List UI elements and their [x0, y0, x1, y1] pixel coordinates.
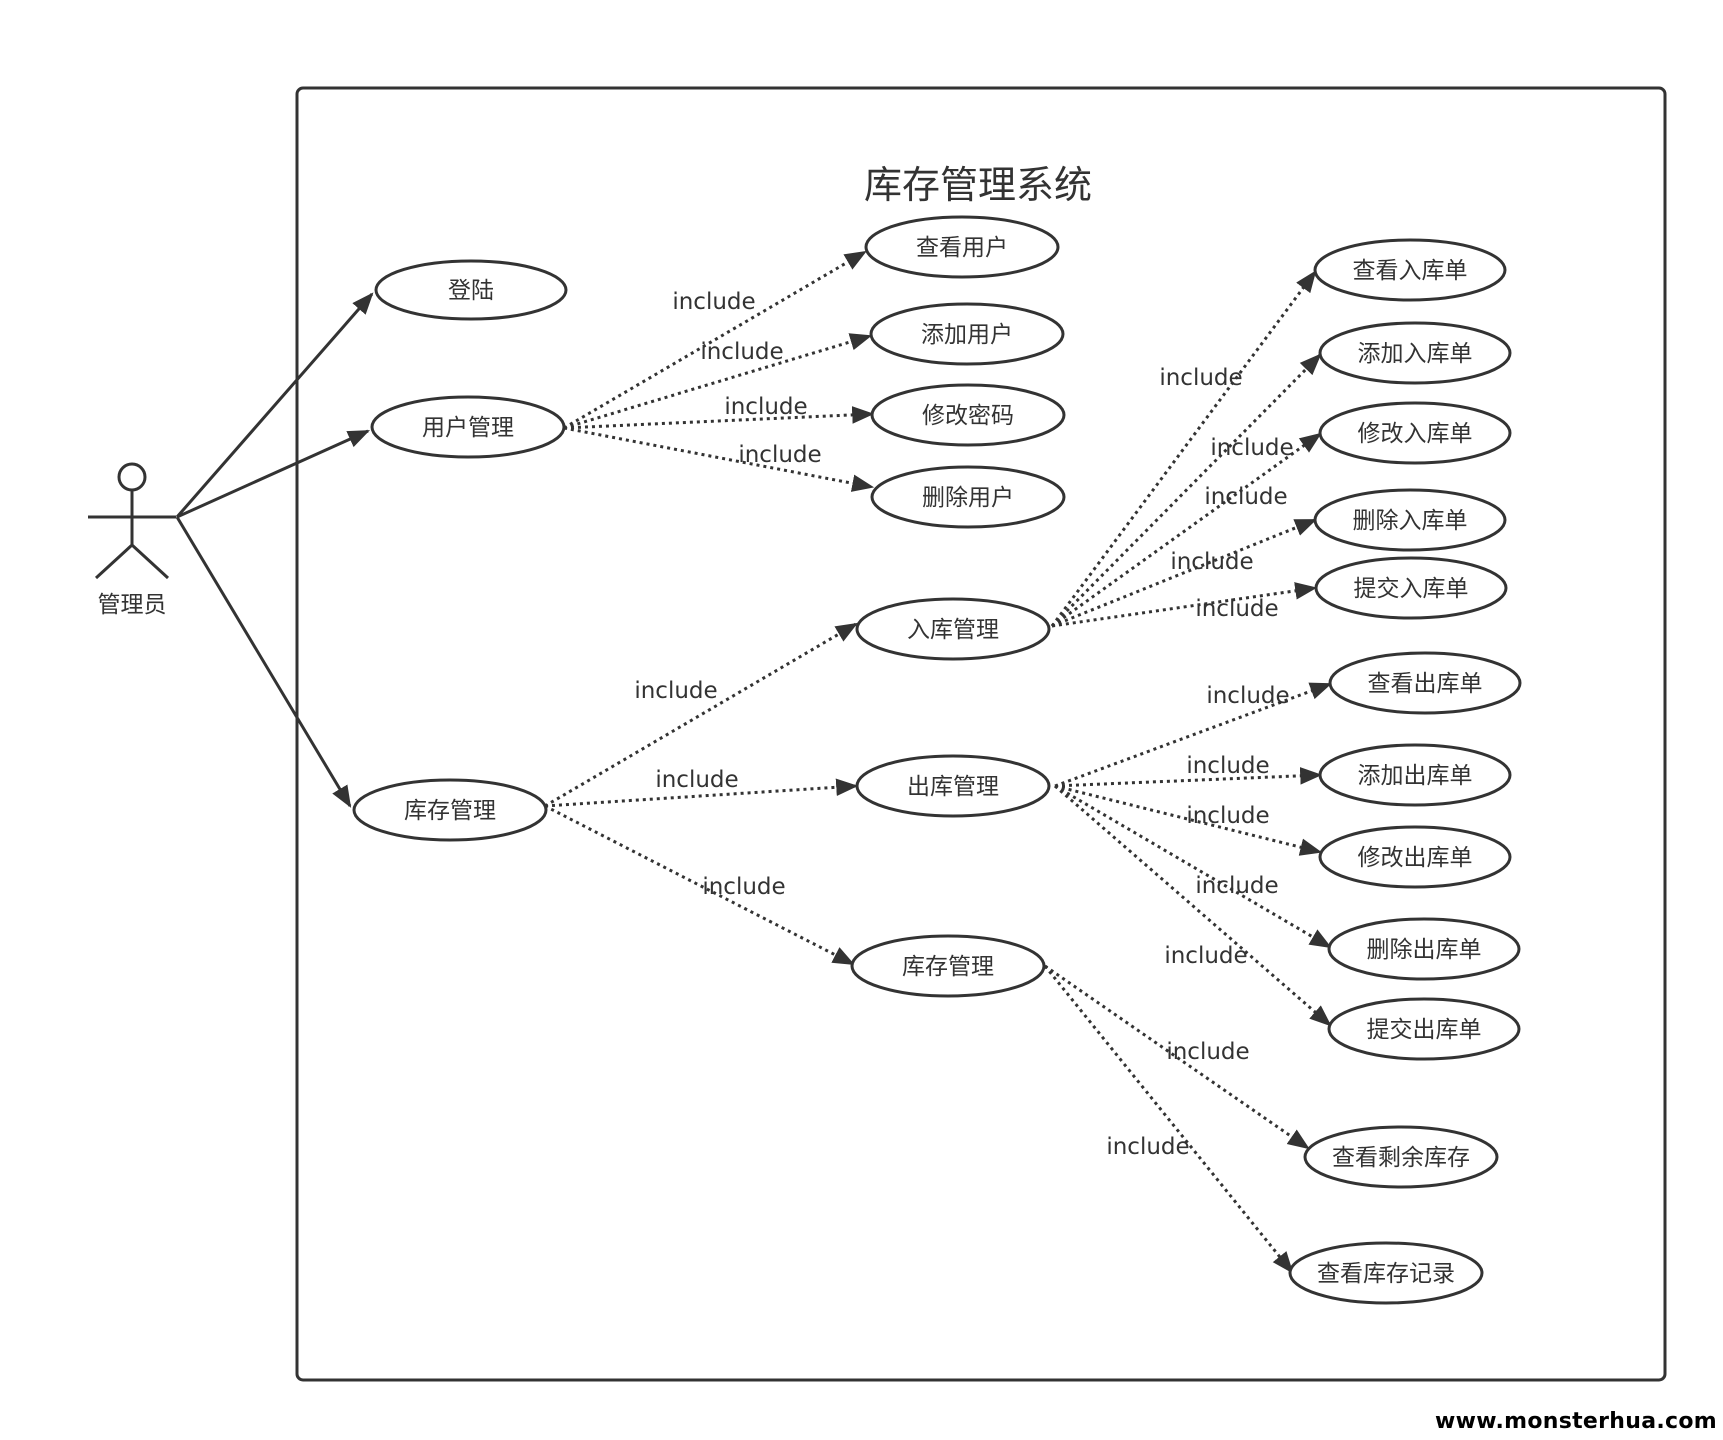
include-change-pwd: [563, 406, 875, 430]
include-delete-in: [1051, 518, 1318, 628]
use-case-label: 添加入库单: [1358, 341, 1473, 367]
use-case-label: 查看入库单: [1353, 258, 1468, 284]
include-submit-out: [1054, 784, 1332, 1027]
include-edit-in: [1051, 432, 1322, 628]
use-cases: 登陆 用户管理 库存管理 查看用户 添加用户 修改密码 删除用户 入库管理: [352, 215, 1522, 1305]
use-case-inventory-management[interactable]: 库存管理: [850, 934, 1046, 998]
use-case-label: 删除入库单: [1353, 508, 1468, 534]
include-view-records: [1043, 965, 1294, 1274]
include-label: include: [700, 339, 783, 365]
use-case-submit-outbound[interactable]: 提交出库单: [1327, 997, 1521, 1061]
use-case-label: 添加出库单: [1358, 763, 1473, 789]
use-case-label: 修改出库单: [1358, 845, 1473, 871]
use-case-view-user[interactable]: 查看用户: [864, 215, 1060, 279]
use-case-stock-management[interactable]: 库存管理: [352, 778, 548, 842]
include-label: include: [1210, 435, 1293, 461]
use-case-login[interactable]: 登陆: [374, 259, 568, 321]
use-case-label: 查看库存记录: [1317, 1261, 1455, 1287]
system-title: 库存管理系统: [864, 163, 1092, 207]
include-label: include: [1164, 943, 1247, 969]
include-view-user: [563, 250, 867, 430]
include-label: include: [672, 289, 755, 315]
use-case-edit-outbound[interactable]: 修改出库单: [1318, 825, 1512, 889]
include-label: include: [738, 442, 821, 468]
use-case-label: 添加用户: [921, 322, 1013, 348]
include-label: include: [1195, 873, 1278, 899]
include-label: include: [1204, 484, 1287, 510]
include-add-out: [1054, 767, 1323, 788]
include-label: include: [1166, 1039, 1249, 1065]
actor-admin[interactable]: 管理员: [88, 462, 176, 618]
stick-figure-icon: [88, 462, 176, 580]
use-case-change-password[interactable]: 修改密码: [870, 383, 1066, 447]
include-outbound: [544, 778, 859, 808]
use-case-delete-outbound[interactable]: 删除出库单: [1327, 917, 1521, 981]
actor-label: 管理员: [98, 592, 167, 618]
use-case-view-outbound[interactable]: 查看出库单: [1328, 651, 1522, 715]
use-case-label: 删除出库单: [1367, 937, 1482, 963]
use-case-user-management[interactable]: 用户管理: [370, 395, 566, 459]
include-delete-user: [563, 426, 875, 492]
system-boundary: [295, 86, 1667, 1382]
use-case-label: 修改入库单: [1358, 421, 1473, 447]
use-case-view-remaining-stock[interactable]: 查看剩余库存: [1303, 1125, 1499, 1189]
use-case-label: 库存管理: [902, 954, 994, 980]
use-case-submit-inbound[interactable]: 提交入库单: [1314, 556, 1508, 620]
use-case-delete-user[interactable]: 删除用户: [870, 465, 1066, 529]
include-label: include: [724, 394, 807, 420]
include-relations: [544, 250, 1333, 1274]
use-case-label: 入库管理: [907, 617, 999, 643]
association-stock-mgmt: [175, 516, 352, 808]
use-case-outbound-management[interactable]: 出库管理: [855, 754, 1051, 818]
include-label: include: [655, 767, 738, 793]
actor-associations: [175, 292, 374, 808]
use-case-label: 查看剩余库存: [1332, 1145, 1470, 1171]
include-inventory: [544, 804, 855, 966]
include-label: include: [1206, 683, 1289, 709]
use-case-add-outbound[interactable]: 添加出库单: [1318, 743, 1512, 807]
include-label: include: [1170, 549, 1253, 575]
include-add-in: [1050, 353, 1322, 628]
use-case-view-stock-records[interactable]: 查看库存记录: [1288, 1241, 1484, 1305]
watermark: www.monsterhua.com: [1434, 1409, 1717, 1434]
include-label: include: [634, 678, 717, 704]
use-case-edit-inbound[interactable]: 修改入库单: [1318, 401, 1512, 465]
include-label: include: [702, 874, 785, 900]
include-label: include: [1195, 596, 1278, 622]
include-label: include: [1159, 365, 1242, 391]
use-case-label: 查看用户: [916, 235, 1008, 261]
association-login: [175, 292, 374, 518]
use-case-label: 用户管理: [422, 415, 514, 441]
include-add-user: [563, 333, 873, 430]
use-case-delete-inbound[interactable]: 删除入库单: [1313, 488, 1507, 552]
use-case-label: 修改密码: [922, 403, 1014, 429]
use-case-label: 查看出库单: [1368, 671, 1483, 697]
use-case-label: 提交出库单: [1367, 1017, 1482, 1043]
use-case-label: 删除用户: [922, 485, 1014, 511]
include-submit-in: [1051, 582, 1318, 628]
association-user-mgmt: [176, 429, 371, 519]
include-view-remaining: [1044, 964, 1310, 1150]
use-case-view-inbound[interactable]: 查看入库单: [1313, 238, 1507, 302]
include-label: include: [1186, 803, 1269, 829]
use-case-add-inbound[interactable]: 添加入库单: [1318, 321, 1512, 385]
use-case-label: 库存管理: [404, 798, 496, 824]
include-labels: include include include include include …: [634, 289, 1293, 1160]
include-label: include: [1106, 1134, 1189, 1160]
use-case-add-user[interactable]: 添加用户: [869, 302, 1065, 366]
use-case-inbound-management[interactable]: 入库管理: [855, 597, 1051, 661]
use-case-label: 登陆: [448, 278, 494, 304]
use-case-label: 出库管理: [907, 774, 999, 800]
use-case-label: 提交入库单: [1354, 576, 1469, 602]
include-label: include: [1186, 753, 1269, 779]
